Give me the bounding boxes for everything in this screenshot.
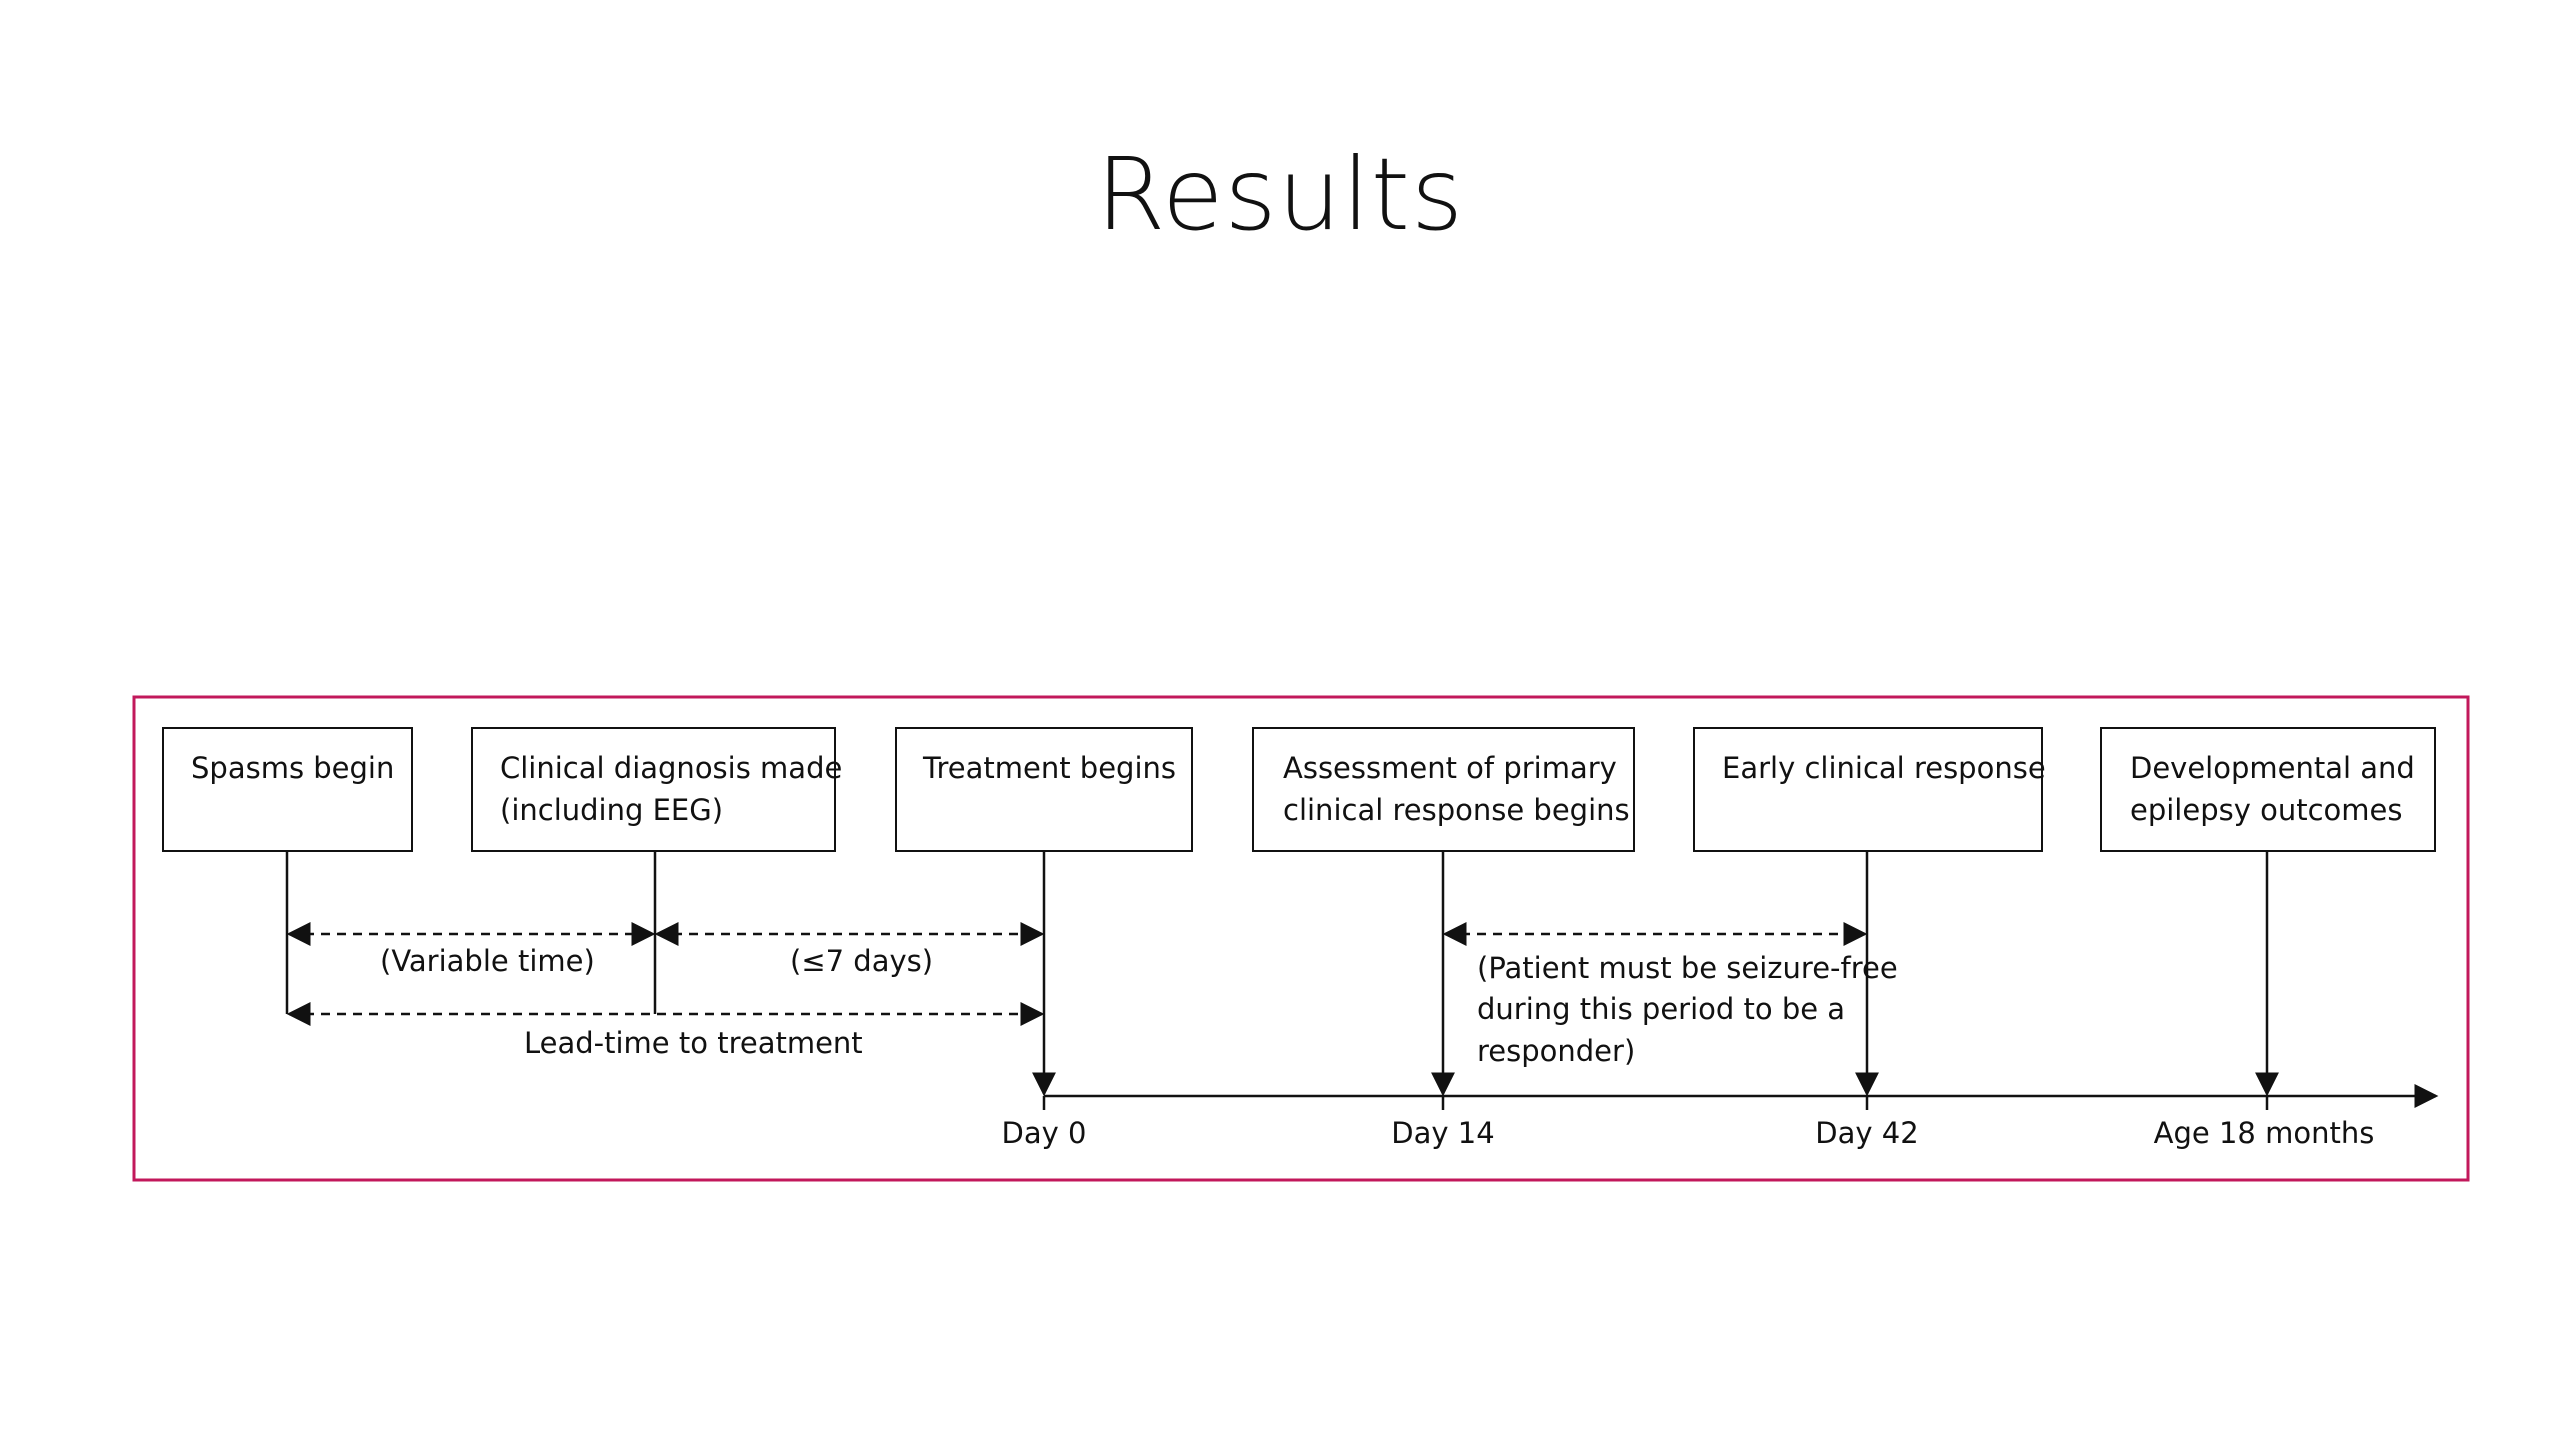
axis-ticks <box>1042 1096 2269 1110</box>
event-label: clinical response begins <box>1283 793 1630 827</box>
event-label: Developmental and <box>2130 751 2415 785</box>
event-label: (including EEG) <box>500 793 723 827</box>
event-label: epilepsy outcomes <box>2130 793 2402 827</box>
connector-lines <box>285 851 2279 1097</box>
axis-label-age-18-months: Age 18 months <box>2154 1116 2375 1150</box>
seizure-free-note-line: (Patient must be seizure-free <box>1477 951 1898 985</box>
event-label: Treatment begins <box>922 751 1176 785</box>
max-days-label: (≤7 days) <box>790 944 933 978</box>
event-label: Clinical diagnosis made <box>500 751 842 785</box>
event-label: Spasms begin <box>191 751 394 785</box>
event-box-clinical-diagnosis: Clinical diagnosis made (including EEG) <box>471 727 842 852</box>
event-label: Early clinical response <box>1722 751 2046 785</box>
diagram-frame <box>132 695 2470 1182</box>
event-box-spasms-begin: Spasms begin <box>162 727 413 852</box>
lead-time-label: Lead-time to treatment <box>524 1026 863 1060</box>
seizure-free-note-line: during this period to be a <box>1477 992 1845 1026</box>
slide-title: Results <box>1095 136 1465 253</box>
event-box-treatment-begins: Treatment begins <box>895 727 1193 852</box>
event-label: Assessment of primary <box>1283 751 1617 785</box>
axis-label-day-14: Day 14 <box>1391 1116 1494 1150</box>
axis-label-day-42: Day 42 <box>1815 1116 1918 1150</box>
axis-label-day-0: Day 0 <box>1002 1116 1087 1150</box>
variable-time-label: (Variable time) <box>380 944 595 978</box>
event-box-outcomes: Developmental and epilepsy outcomes <box>2100 727 2436 852</box>
seizure-free-note-line: responder) <box>1477 1034 1635 1068</box>
event-box-assessment-begins: Assessment of primary clinical response … <box>1252 727 1635 852</box>
event-box-early-response: Early clinical response <box>1693 727 2046 852</box>
